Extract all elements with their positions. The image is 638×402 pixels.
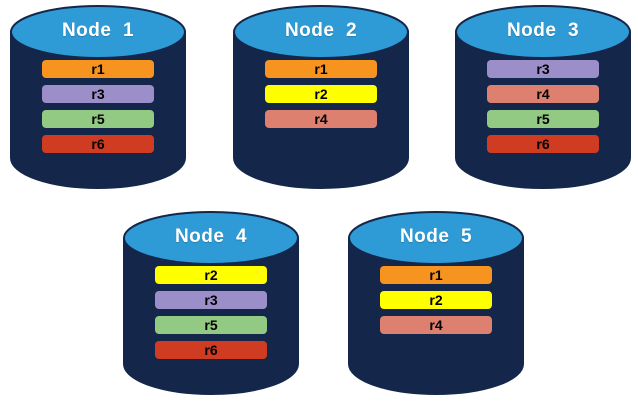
record-bar[interactable]: r2 [155, 266, 267, 284]
record-bar[interactable]: r3 [487, 60, 599, 78]
record-bar[interactable]: r4 [265, 110, 377, 128]
record-list: r3 r4 r5 r6 [455, 60, 631, 153]
record-bar[interactable]: r5 [155, 316, 267, 334]
record-list: r1 r3 r5 r6 [10, 60, 186, 153]
record-bar[interactable]: r4 [487, 85, 599, 103]
record-bar[interactable]: r4 [380, 316, 492, 334]
record-bar[interactable]: r3 [42, 85, 154, 103]
record-list: r1 r2 r4 [348, 266, 524, 334]
record-bar[interactable]: r5 [487, 110, 599, 128]
record-bar[interactable]: r6 [155, 341, 267, 359]
record-bar[interactable]: r6 [487, 135, 599, 153]
record-bar[interactable]: r1 [42, 60, 154, 78]
record-bar[interactable]: r1 [380, 266, 492, 284]
record-bar[interactable]: r3 [155, 291, 267, 309]
record-bar[interactable]: r5 [42, 110, 154, 128]
record-bar[interactable]: r6 [42, 135, 154, 153]
record-bar[interactable]: r2 [380, 291, 492, 309]
record-list: r1 r2 r4 [233, 60, 409, 128]
record-list: r2 r3 r5 r6 [123, 266, 299, 359]
record-bar[interactable]: r2 [265, 85, 377, 103]
record-bar[interactable]: r1 [265, 60, 377, 78]
